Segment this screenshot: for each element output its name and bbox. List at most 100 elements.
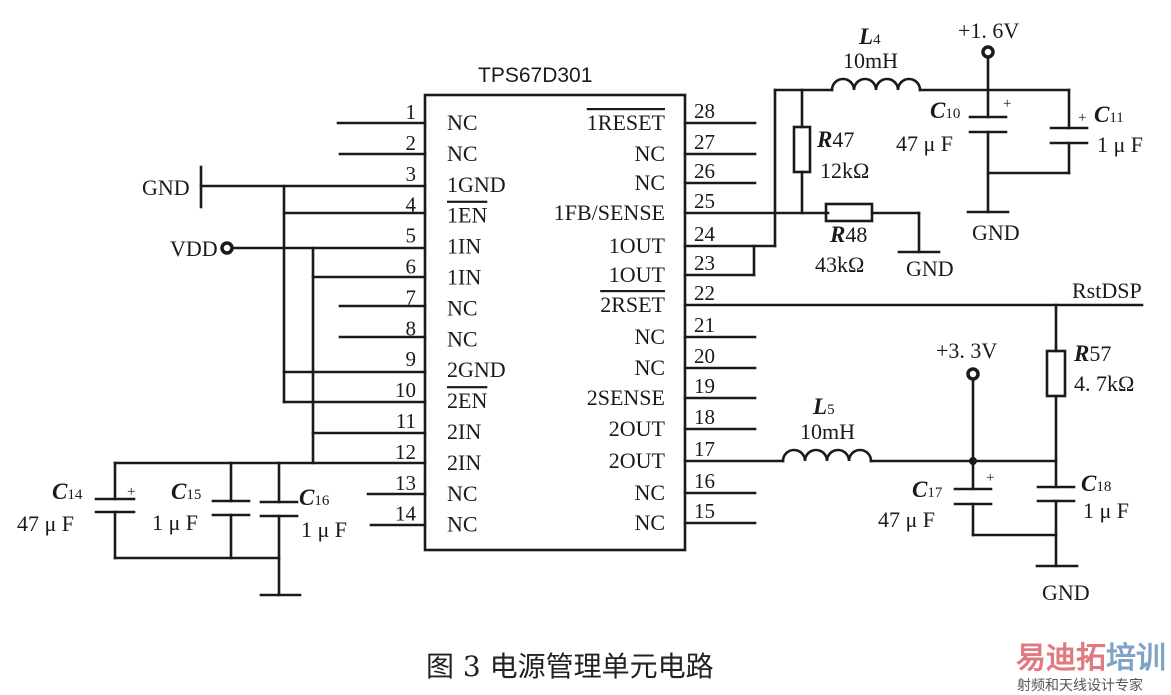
pin-label: NC [634, 141, 665, 166]
v33-label: +3. 3V [936, 338, 997, 363]
pin-label: 1EN [447, 203, 487, 228]
vdd-terminal-icon [220, 241, 234, 255]
pin-number: 14 [395, 502, 417, 526]
pin-label: 2IN [447, 419, 481, 444]
r47-label: R47 [816, 127, 854, 152]
c16-value: 1 μ F [301, 517, 347, 542]
gnd-left-label: GND [142, 175, 190, 200]
r47-value: 12kΩ [820, 158, 869, 183]
r48-value: 43kΩ [815, 252, 864, 277]
rstdsp-label: RstDSP [1072, 278, 1142, 303]
r57-label: R57 [1073, 341, 1111, 366]
watermark-title-b: 培训 [1106, 641, 1166, 676]
pin-label: 2IN [447, 450, 481, 475]
pin-label: 1IN [447, 265, 481, 290]
pin-label: NC [634, 170, 665, 195]
pin-number: 19 [694, 374, 715, 398]
pin-label: 1OUT [609, 233, 666, 258]
c10-plus: + [1003, 96, 1011, 112]
r48-label: R48 [829, 222, 867, 247]
figure-caption: 图 3 电源管理单元电路 [426, 650, 714, 683]
r57-value: 4. 7kΩ [1074, 371, 1134, 396]
pin-number: 26 [694, 159, 715, 183]
pin-label: 2SENSE [587, 385, 665, 410]
pin-number: 11 [396, 409, 416, 433]
pin-number: 25 [694, 189, 715, 213]
pin-number: 9 [406, 347, 417, 371]
pin-number: 20 [694, 344, 715, 368]
pin-label: NC [634, 480, 665, 505]
c15-value: 1 μ F [152, 510, 198, 535]
pin-number: 5 [406, 224, 417, 248]
pin-label: 1OUT [609, 262, 666, 287]
c11-label: C11 [1094, 102, 1124, 127]
pin-number: 8 [406, 316, 417, 340]
c11-plus: + [1078, 110, 1086, 126]
l5-value: 10mH [800, 419, 855, 444]
c17-plus: + [986, 470, 994, 486]
pin-label: 2RSET [600, 292, 665, 317]
pin-label: 2EN [447, 388, 487, 413]
c17-label: C17 [912, 477, 943, 502]
pin-number: 23 [694, 251, 715, 275]
pin-number: 4 [406, 193, 417, 217]
l4-value: 10mH [843, 48, 898, 73]
pin-number: 2 [406, 131, 417, 155]
pin-label: NC [634, 355, 665, 380]
pin-number: 22 [694, 281, 715, 305]
pin-label: 1GND [447, 172, 506, 197]
l4-inductor-coil [830, 77, 922, 92]
gnd-r48-label: GND [906, 256, 954, 281]
pin-number: 1 [406, 100, 417, 124]
pin-number: 27 [694, 130, 715, 154]
chip-body [423, 93, 687, 552]
c10-label: C10 [930, 98, 960, 123]
pin-label: 2OUT [609, 448, 666, 473]
watermark-title-a: 易迪拓 [1016, 641, 1106, 676]
junction-dot [969, 457, 977, 465]
c18-label: C18 [1081, 471, 1111, 496]
c14-value: 47 μ F [17, 511, 74, 536]
pin-label: NC [634, 324, 665, 349]
l4-label: L4 [858, 24, 881, 49]
c14-plus: + [127, 484, 135, 500]
pin-label: NC [447, 512, 478, 537]
pin-number: 10 [395, 378, 416, 402]
watermark-logo: 易迪拓 培训 射频和天线设计专家 [1016, 641, 1166, 694]
chip-part-number: TPS67D301 [478, 64, 592, 87]
pin-label: 2GND [447, 357, 506, 382]
pin-number: 21 [694, 313, 715, 337]
pin-number: 13 [395, 471, 416, 495]
c10-value: 47 μ F [896, 131, 953, 156]
pin-number: 17 [694, 437, 715, 461]
gnd-c18-label: GND [1042, 580, 1090, 605]
watermark-subtitle: 射频和天线设计专家 [1017, 677, 1143, 694]
l5-inductor-coil [781, 448, 873, 463]
v16-label: +1. 6V [958, 18, 1019, 43]
pin-label: NC [634, 510, 665, 535]
c18-value: 1 μ F [1083, 498, 1129, 523]
pin-number: 28 [694, 99, 715, 123]
pin-label: NC [447, 481, 478, 506]
c17-value: 47 μ F [878, 507, 935, 532]
pin-number: 6 [406, 255, 417, 279]
pin-number: 24 [694, 222, 716, 246]
pin-label: 1RESET [587, 110, 666, 135]
pin-label: NC [447, 295, 478, 320]
c14-label: C14 [52, 479, 83, 504]
pin-label: 2OUT [609, 416, 666, 441]
r57-resistor [1045, 349, 1067, 398]
c11-value: 1 μ F [1097, 132, 1143, 157]
pin-label: NC [447, 326, 478, 351]
r48-resistor [824, 202, 874, 223]
gnd-c10-label: GND [972, 220, 1020, 245]
v16-terminal-icon [981, 45, 995, 59]
pin-number: 12 [395, 440, 416, 464]
c15-label: C15 [171, 479, 201, 504]
pin-label: NC [447, 110, 478, 135]
chip-right-pins: 281RESET27NC26NC251FB/SENSE241OUT231OUT2… [554, 99, 716, 535]
c16-label: C16 [299, 485, 330, 510]
pin-label: 1IN [447, 234, 481, 259]
